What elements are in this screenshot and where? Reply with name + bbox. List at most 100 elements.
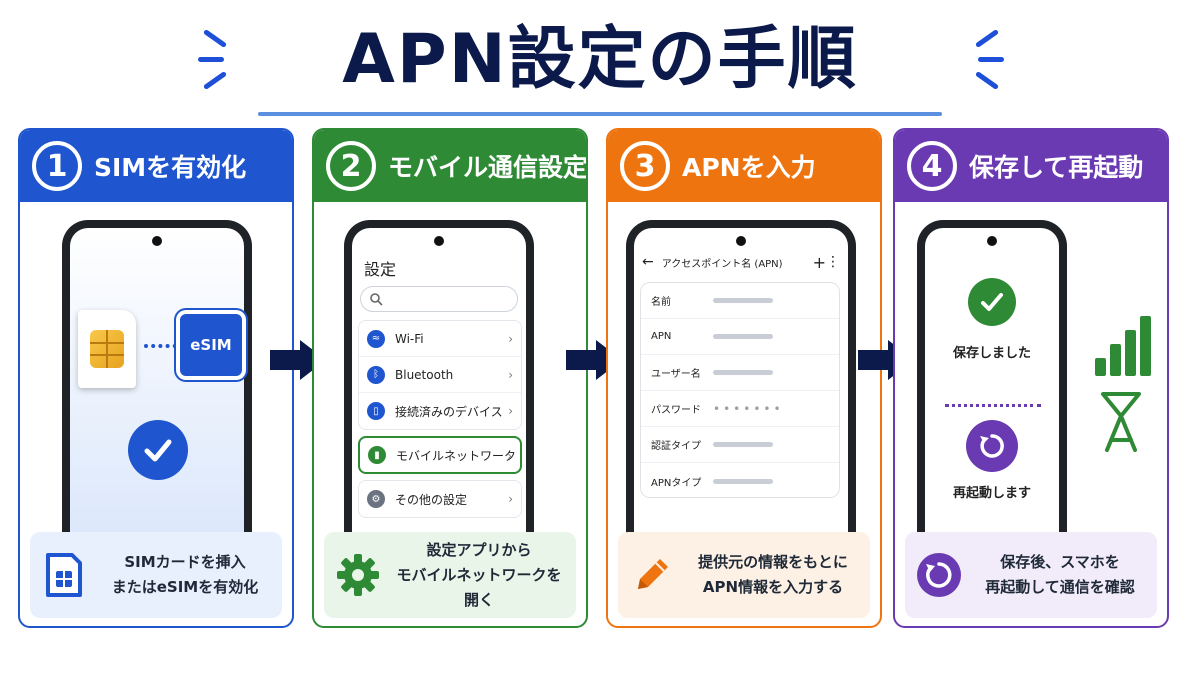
menu-item-label: Bluetooth <box>395 367 454 382</box>
step-1-caption-line1: SIMカードを挿入 <box>124 553 246 571</box>
signal-bars-icon: ▮ <box>368 446 386 464</box>
settings-screen-title: 設定 <box>364 260 397 279</box>
chevron-right-icon: › <box>508 332 513 346</box>
field-label: パスワード <box>651 405 701 416</box>
phone-mockup: ← アクセスポイント名 (APN) + ⋮ 名前 APN ユーザー名 <box>626 220 856 540</box>
apn-field-name[interactable]: 名前 <box>641 283 839 319</box>
step-3-caption-line2: APN情報を入力する <box>702 578 844 596</box>
camera-dot <box>736 236 746 246</box>
camera-dot <box>152 236 162 246</box>
chevron-right-icon: › <box>508 492 513 506</box>
camera-dot <box>434 236 444 246</box>
apn-form: 名前 APN ユーザー名 パスワード ••••••• 認証タイプ <box>640 282 840 498</box>
esim-chip-icon: eSIM <box>180 314 242 376</box>
search-icon <box>370 293 383 306</box>
step-2-title: モバイル通信設定 <box>388 153 588 182</box>
title-underline <box>258 112 942 116</box>
step-1-number: 1 <box>32 141 82 191</box>
apn-field-auth-type[interactable]: 認証タイプ <box>641 427 839 463</box>
antenna-tower-icon <box>1101 392 1141 452</box>
divider-dots <box>945 404 1041 407</box>
menu-item-label: モバイルネットワーク <box>396 448 517 463</box>
field-label: 名前 <box>651 297 671 308</box>
step-4-caption: 保存後、スマホを 再起動して通信を確認 <box>905 532 1157 618</box>
step-1-caption-line2: またはeSIMを有効化 <box>111 578 259 596</box>
field-value-placeholder <box>713 478 773 484</box>
step-1-panel: 1 SIMを有効化 eSIM SIMカードを挿入 またはeSIMを有効化 <box>18 128 294 628</box>
menu-item-label: Wi-Fi <box>395 331 424 346</box>
connector-dots <box>144 344 184 348</box>
password-mask: ••••••• <box>713 401 784 416</box>
back-arrow-icon[interactable]: ← <box>642 254 654 270</box>
apn-screen-title: アクセスポイント名 (APN) <box>661 258 783 270</box>
step-4-title: 保存して再起動 <box>969 153 1144 182</box>
signal-bars-icon <box>1095 312 1165 376</box>
step-4-caption-line1: 保存後、スマホを <box>1000 553 1120 571</box>
menu-item-bluetooth[interactable]: ᛒ Bluetooth › <box>359 357 521 393</box>
restart-status-text: 再起動します <box>952 486 1031 501</box>
step-4-caption-line2: 再起動して通信を確認 <box>985 578 1135 596</box>
step-3-panel: 3 APNを入力 ← アクセスポイント名 (APN) + ⋮ 名前 APN <box>606 128 882 628</box>
check-icon <box>968 278 1016 326</box>
step-3-caption: 提供元の情報をもとに APN情報を入力する <box>618 532 870 618</box>
check-icon <box>128 420 188 480</box>
step-3-title: APNを入力 <box>682 153 816 182</box>
more-vert-icon[interactable]: ⋮ <box>826 254 840 270</box>
step-1-header: 1 SIMを有効化 <box>20 130 292 202</box>
restart-icon <box>915 551 963 599</box>
field-label: ユーザー名 <box>651 369 701 380</box>
menu-item-label: 接続済みのデバイス <box>395 404 503 419</box>
field-value-placeholder <box>713 334 773 339</box>
field-value-placeholder <box>713 442 773 447</box>
step-2-caption-line2: モバイルネットワークを開く <box>396 565 562 609</box>
step-2-number: 2 <box>326 141 376 191</box>
menu-item-devices[interactable]: ▯ 接続済みのデバイス › <box>359 393 521 429</box>
step-1-title: SIMを有効化 <box>94 153 247 182</box>
step-2-header: 2 モバイル通信設定 <box>314 130 586 202</box>
gear-icon: ⚙ <box>367 490 385 508</box>
saved-status-text: 保存しました <box>952 346 1031 361</box>
step-1-caption: SIMカードを挿入 またはeSIMを有効化 <box>30 532 282 618</box>
apn-field-apn-type[interactable]: APNタイプ <box>641 463 839 499</box>
apn-field-apn[interactable]: APN <box>641 319 839 355</box>
chevron-right-icon: › <box>507 449 512 463</box>
step-4-panel: 4 保存して再起動 保存しました 再起動します <box>893 128 1169 628</box>
pencil-icon <box>628 551 676 599</box>
field-label: APNタイプ <box>651 477 702 489</box>
step-3-number: 3 <box>620 141 670 191</box>
apn-field-password[interactable]: パスワード ••••••• <box>641 391 839 427</box>
menu-item-mobile-network[interactable]: ▮ モバイルネットワーク › <box>358 436 522 474</box>
apn-field-username[interactable]: ユーザー名 <box>641 355 839 391</box>
gear-icon <box>334 551 382 599</box>
bluetooth-icon: ᛒ <box>367 365 385 384</box>
title-burst-left <box>196 28 232 91</box>
step-2-caption-line1: 設定アプリから <box>426 540 532 559</box>
camera-dot <box>987 236 997 246</box>
field-label: APN <box>651 331 672 342</box>
sim-card-icon <box>78 310 136 388</box>
step-4-number: 4 <box>907 141 957 191</box>
search-input[interactable] <box>360 286 518 312</box>
step-3-caption-line1: 提供元の情報をもとに <box>698 553 848 571</box>
add-icon[interactable]: + <box>812 252 826 272</box>
page-title: APN設定の手順 <box>342 20 858 99</box>
devices-icon: ▯ <box>367 402 385 420</box>
chevron-right-icon: › <box>508 404 513 418</box>
phone-mockup: 設定 ≈ Wi-Fi › ᛒ Bluetooth › <box>344 220 534 540</box>
step-3-header: 3 APNを入力 <box>608 130 880 202</box>
menu-item-label: その他の設定 <box>395 492 468 507</box>
field-value-placeholder <box>713 298 773 303</box>
chevron-right-icon: › <box>508 368 513 382</box>
field-label: 認証タイプ <box>651 441 701 452</box>
apn-app-bar: ← アクセスポイント名 (APN) + ⋮ <box>634 250 848 274</box>
phone-mockup: 保存しました 再起動します <box>917 220 1067 540</box>
step-2-panel: 2 モバイル通信設定 設定 ≈ Wi-Fi › ᛒ Bluetooth <box>312 128 588 628</box>
step-2-caption: 設定アプリから モバイルネットワークを開く <box>324 532 576 618</box>
menu-item-wifi[interactable]: ≈ Wi-Fi › <box>359 321 521 357</box>
sim-card-outline-icon <box>40 551 88 599</box>
menu-item-other-settings[interactable]: ⚙ その他の設定 › <box>359 481 521 517</box>
field-value-placeholder <box>713 370 773 375</box>
step-4-header: 4 保存して再起動 <box>895 130 1167 202</box>
restart-icon <box>966 420 1018 472</box>
title-burst-right <box>970 28 1006 91</box>
